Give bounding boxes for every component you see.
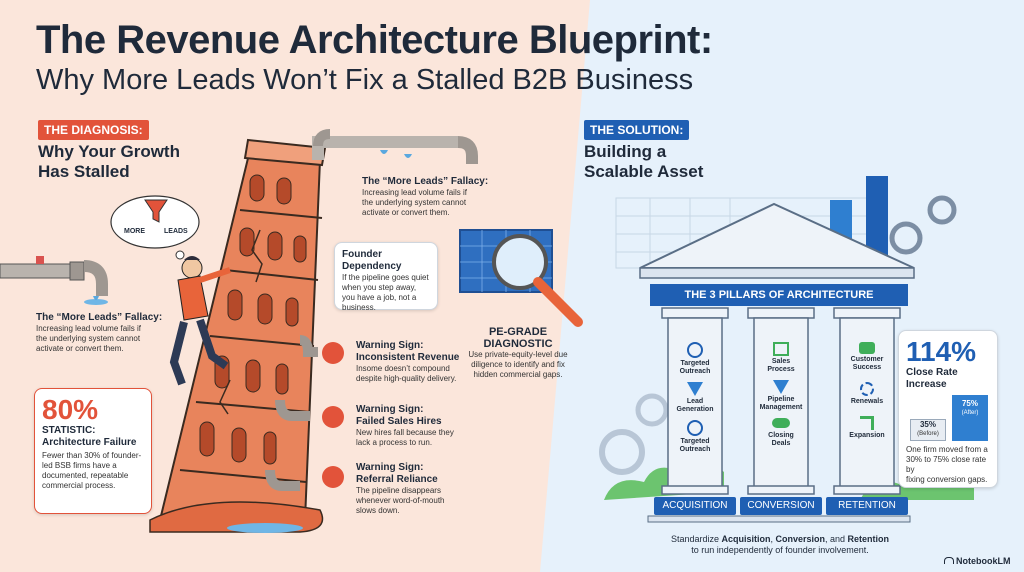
- solution-heading: Building a Scalable Asset: [584, 142, 704, 181]
- hand-heart-icon: [859, 342, 875, 354]
- statistic-callout: 80% STATISTIC: Architecture Failure Fewe…: [34, 388, 152, 514]
- pillars-banner: THE 3 PILLARS OF ARCHITECTURE: [650, 284, 908, 306]
- page-subtitle: Why More Leads Won’t Fix a Stalled B2B B…: [36, 64, 694, 96]
- page-title: The Revenue Architecture Blueprint:: [36, 18, 713, 62]
- founder-dependency-callout: Founder Dependency If the pipeline goes …: [334, 242, 438, 312]
- fallacy-left: The “More Leads” Fallacy: Increasing lea…: [36, 312, 163, 353]
- funnel-icon: [773, 380, 789, 394]
- before-after-bars: 35% (Before) 75% (After): [906, 393, 990, 441]
- handshake-icon: [322, 466, 344, 488]
- pillar-acquisition: Targeted Outreach Lead Generation Target…: [668, 342, 722, 454]
- wrench-icon: [322, 406, 344, 428]
- funnel-label-right: LEADS: [164, 228, 188, 235]
- pillar-conversion: Sales Process Pipeline Management Closin…: [754, 342, 808, 448]
- solution-tag: THE SOLUTION:: [584, 120, 690, 140]
- diagnosis-heading: Why Your Growth Has Stalled: [38, 142, 180, 181]
- climbing-person-icon: [169, 256, 231, 386]
- warning-referral-reliance: Warning Sign: Referral Reliance The pipe…: [356, 462, 445, 515]
- diagnostic-block: PE-GRADE DIAGNOSTIC Use private-equity-l…: [468, 326, 568, 379]
- fallacy-top: The “More Leads” Fallacy: Increasing lea…: [362, 176, 489, 217]
- target-icon: [687, 342, 703, 358]
- statistic-value: 80%: [42, 394, 99, 425]
- brand-watermark: NotebookLM: [944, 556, 1011, 566]
- magnifier-blueprint-icon: [459, 229, 583, 327]
- growth-icon: [860, 416, 874, 430]
- before-bar: 35% (Before): [910, 419, 946, 441]
- footer-conversion: CONVERSION: [740, 497, 822, 515]
- diagnosis-tag: THE DIAGNOSIS:: [38, 120, 149, 140]
- brand-logo-icon: [944, 557, 954, 564]
- trend-down-icon: [322, 342, 344, 364]
- solution-footer-note: Standardize Acquisition, Conversion, and…: [670, 534, 890, 555]
- left-pipe-icon: [0, 256, 108, 305]
- footer-retention: RETENTION: [826, 497, 908, 515]
- warning-inconsistent-revenue: Warning Sign: Inconsistent Revenue Insom…: [356, 340, 460, 383]
- close-rate-value: 114%: [906, 336, 977, 367]
- handshake-icon: [772, 418, 790, 428]
- warning-failed-sales-hires: Warning Sign: Failed Sales Hires New hir…: [356, 404, 454, 447]
- after-bar: 75% (After): [952, 395, 988, 441]
- pillar-retention: Customer Success Renewals Expansion: [840, 342, 894, 440]
- funnel-icon: [687, 382, 703, 396]
- footer-acquisition: ACQUISITION: [654, 497, 736, 515]
- network-icon: [773, 342, 789, 356]
- close-rate-callout: 114% Close Rate Increase 35% (Before) 75…: [898, 330, 998, 488]
- funnel-label-left: MORE: [124, 228, 145, 235]
- target-icon: [687, 420, 703, 436]
- refresh-icon: [860, 382, 874, 396]
